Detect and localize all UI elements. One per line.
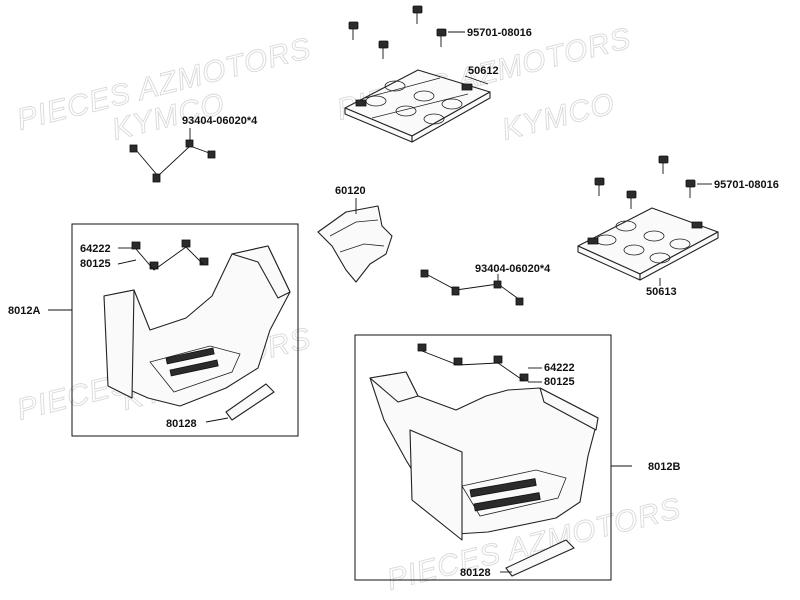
screw-icon — [626, 190, 637, 209]
mat-left — [225, 383, 275, 421]
clip-set-left — [129, 139, 216, 183]
label-clip-left: 93404-06020*4 — [182, 115, 258, 127]
screw-icon — [658, 155, 669, 174]
watermark-text-4: KYMCO — [499, 87, 619, 147]
screw-icon — [685, 179, 696, 198]
assembly-frame-right — [354, 334, 612, 581]
fastener-set-right — [417, 343, 529, 382]
label-mat-left: 80128 — [166, 418, 197, 430]
label-assembly-right: 8012B — [648, 461, 680, 473]
bracket-60120 — [317, 205, 393, 283]
label-assembly-left: 8012A — [8, 305, 40, 317]
mat-right — [505, 539, 575, 577]
label-rack-top: 50612 — [468, 65, 499, 77]
label-screw-top: 95701-08016 — [467, 27, 532, 39]
screw-icon — [436, 28, 447, 47]
screw-icon — [594, 177, 605, 196]
assembly-frame-left — [71, 223, 299, 437]
label-nut-left: 64222 — [80, 243, 111, 255]
rack-50612 — [344, 69, 491, 143]
label-bracket: 60120 — [335, 185, 366, 197]
label-clip-right: 93404-06020*4 — [475, 263, 551, 275]
label-rack-right: 50613 — [646, 286, 677, 298]
fastener-set-left — [131, 239, 209, 271]
label-screw-right: 95701-08016 — [714, 179, 779, 191]
screw-icon — [348, 21, 359, 40]
footrest-left — [103, 245, 291, 407]
rack-50613 — [577, 207, 719, 281]
label-mat-right: 80128 — [460, 567, 491, 579]
screw-group-right — [594, 155, 696, 209]
label-nut-right: 64222 — [544, 362, 575, 374]
label-washer-left: 80125 — [80, 258, 111, 270]
label-washer-right: 80125 — [544, 376, 575, 388]
clip-set-right — [420, 269, 524, 306]
footrest-right — [369, 371, 599, 541]
screw-icon — [378, 40, 389, 59]
screw-icon — [412, 5, 423, 24]
screw-group-top — [348, 5, 447, 59]
